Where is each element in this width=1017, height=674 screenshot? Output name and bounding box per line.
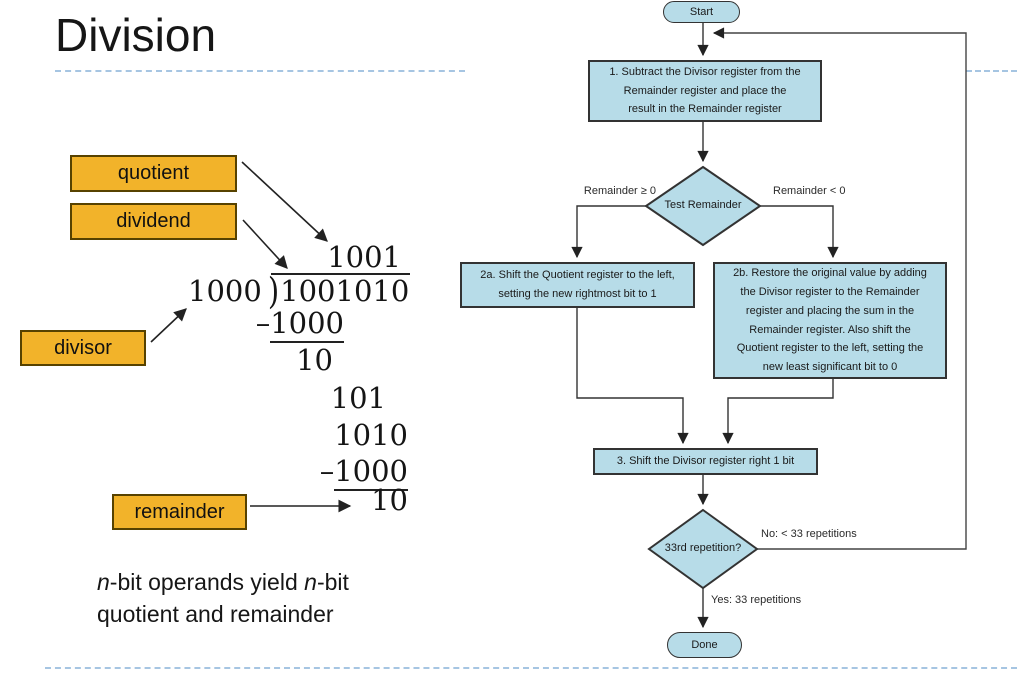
division-quotient-value: 1001 <box>327 240 401 274</box>
box2b-to-box3-connector <box>722 379 834 445</box>
divisor-label-box: divisor <box>20 330 146 366</box>
minus-sign: – <box>319 454 335 488</box>
box2a-to-box3-connector <box>576 308 689 445</box>
division-divisor-dividend-row: 1000)1001010 <box>188 273 410 309</box>
loop-back-connector <box>712 27 967 550</box>
test-remainder-diamond <box>644 165 762 247</box>
done-label: Done <box>691 639 718 651</box>
step2b-box: 2b. Restore the original value by adding… <box>713 262 947 379</box>
division-final-remainder: 10 <box>371 483 408 517</box>
no-branch-label: No: < 33 repetitions <box>761 528 857 540</box>
top-dashed-divider-left <box>55 70 465 72</box>
dividend-label-box: dividend <box>70 203 237 240</box>
operand-note: n-bit operands yield n-bit quotient and … <box>97 566 349 630</box>
note-line-1: n-bit operands yield n-bit <box>97 569 349 595</box>
quotient-label: quotient <box>117 162 190 184</box>
remainder-label: remainder <box>134 500 225 523</box>
done-node: Done <box>667 632 742 658</box>
quotient-label-box: quotient <box>70 155 237 192</box>
test-remainder-label: Test Remainder <box>664 199 742 211</box>
quotient-arrow <box>241 161 328 242</box>
dividend-arrow <box>242 219 288 269</box>
bottom-dashed-divider <box>45 667 1017 669</box>
repetition-diamond <box>647 508 759 590</box>
division-dividend-value: 1001010 <box>280 274 410 308</box>
test-left-branch-connector <box>571 205 646 259</box>
division-partial-remainder-3: 1010 <box>334 418 408 452</box>
italic-n: n <box>304 569 317 595</box>
step1-box: 1. Subtract the Divisor register from th… <box>588 60 822 122</box>
step3-box: 3. Shift the Divisor register right 1 bi… <box>593 448 818 475</box>
divisor-arrow <box>150 308 187 343</box>
dividend-label: dividend <box>116 210 191 232</box>
italic-n: n <box>97 569 110 595</box>
remainder-ge-zero-label: Remainder ≥ 0 <box>583 185 656 197</box>
division-divisor-value: 1000 <box>188 274 262 308</box>
division-bar <box>271 273 410 275</box>
start-node: Start <box>663 1 740 23</box>
step2a-box: 2a. Shift the Quotient register to the l… <box>460 262 695 308</box>
remainder-label-box: remainder <box>112 494 247 530</box>
subtrahend-value: 1000 <box>270 306 344 343</box>
start-label: Start <box>689 6 714 18</box>
long-division-paren: ) <box>267 269 280 313</box>
remainder-lt-zero-label: Remainder < 0 <box>773 185 846 197</box>
divisor-label: divisor <box>54 336 112 359</box>
test-right-branch-connector <box>760 205 839 259</box>
division-partial-remainder-2: 101 <box>330 381 386 415</box>
minus-sign: – <box>255 306 271 340</box>
page-title: Division <box>55 9 217 61</box>
division-subtract-1: –1000 <box>255 306 344 343</box>
note-line-2: quotient and remainder <box>97 601 334 628</box>
division-partial-remainder-1: 10 <box>296 343 333 377</box>
division-subtract-2: –1000 <box>319 454 408 491</box>
top-dashed-divider-right <box>966 70 1017 72</box>
yes-branch-label: Yes: 33 repetitions <box>711 594 802 606</box>
repetition-test-label: 33rd repetition? <box>664 542 742 554</box>
subtrahend-value: 1000 <box>334 454 408 491</box>
